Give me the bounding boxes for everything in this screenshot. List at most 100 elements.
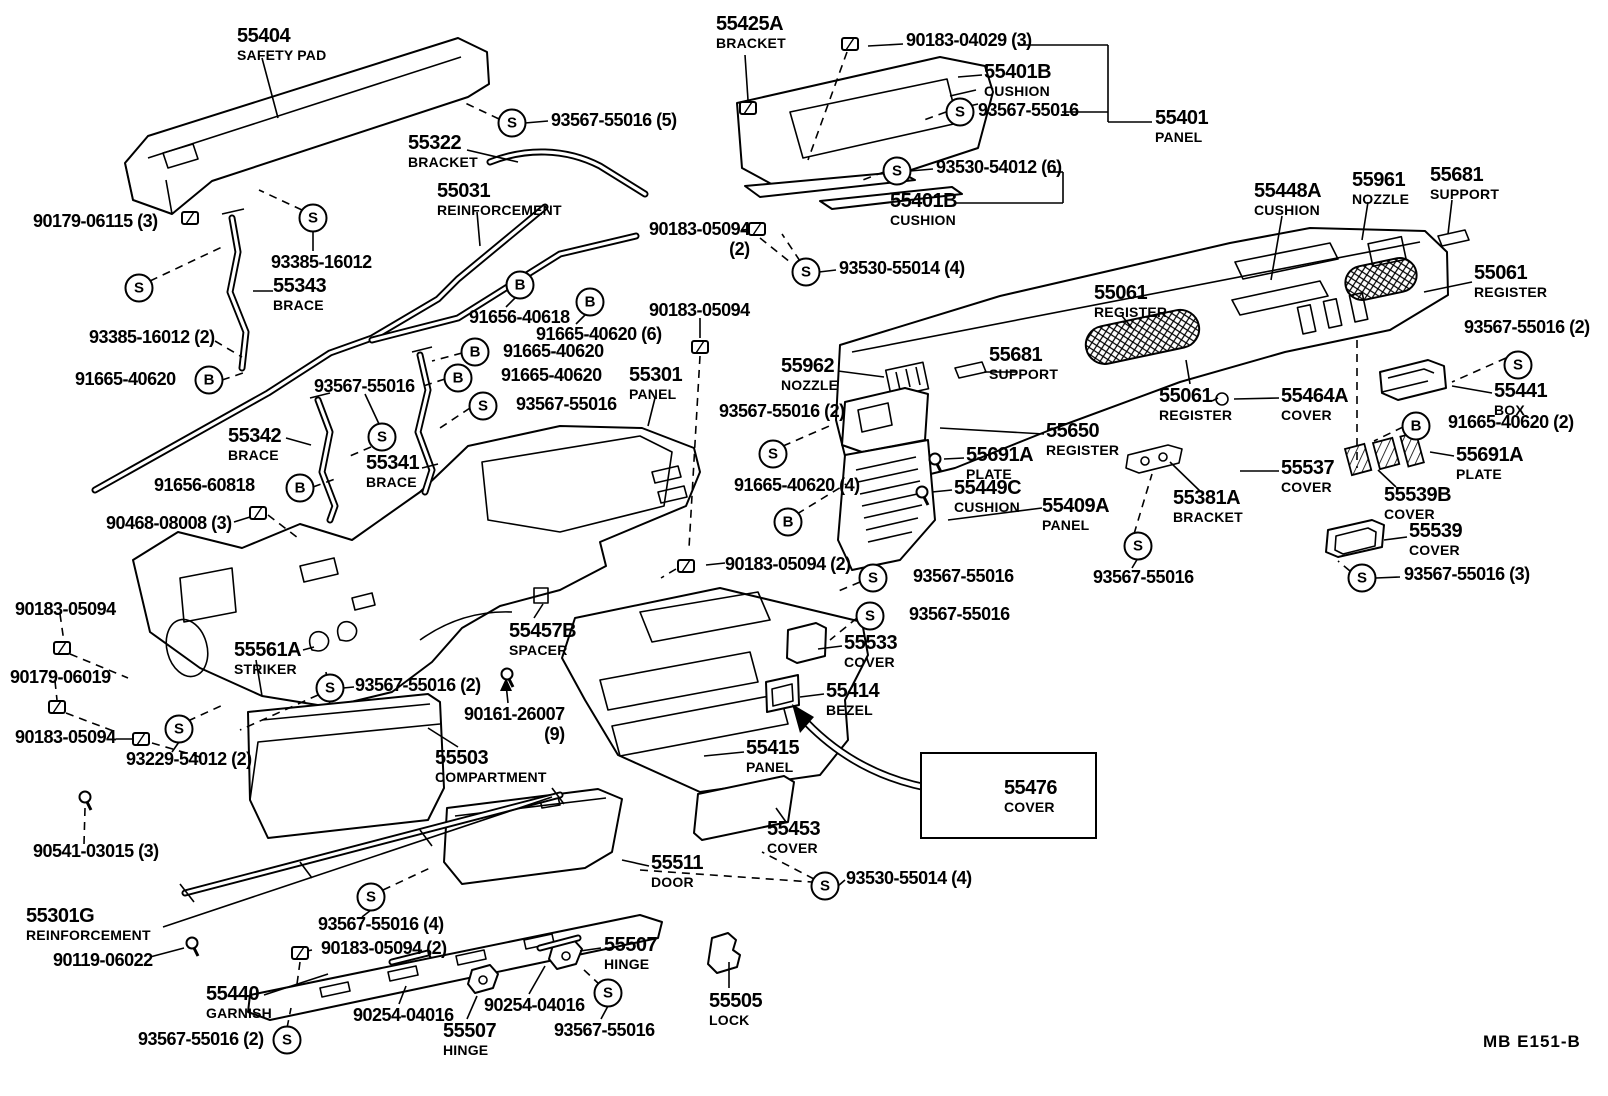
leader-lines <box>54 43 1507 1029</box>
part-description: PANEL <box>746 759 794 775</box>
part-number: 90183-04029 (3) <box>906 30 1032 50</box>
part-label-93567-55016: 93567-55016 <box>554 1021 655 1039</box>
part-number: 93567-55016 (2) <box>355 675 481 695</box>
part-number: 90179-06019 <box>10 667 111 687</box>
part-description: NOZZLE <box>781 377 839 393</box>
part-label-91656-60818: 91656-60818 <box>154 476 255 494</box>
glove-compartment-drawing <box>247 693 445 839</box>
part-label-93567-550162: 93567-55016 (2) <box>138 1030 264 1048</box>
fastener-symbol-B: B <box>460 337 490 367</box>
part-label-90254-04016: 90254-04016 <box>353 1006 454 1024</box>
part-description: COVER <box>844 654 895 670</box>
part-label-93530-540126: 93530-54012 (6) <box>936 158 1062 176</box>
fastener-symbol-S: S <box>315 673 345 703</box>
part-number: 91665-40620 <box>503 341 604 361</box>
part-label-93229-540122: 93229-54012 (2) <box>126 750 252 768</box>
part-number: 93567-55016 <box>1093 567 1194 587</box>
part-description: COVER <box>767 840 818 856</box>
fastener-symbol-S: S <box>272 1025 302 1055</box>
part-number: 91656-40618 <box>469 307 570 327</box>
part-description: COVER <box>1003 798 1055 815</box>
part-label-90179-06019: 90179-06019 <box>10 668 111 686</box>
part-number: 93567-55016 (2) <box>1464 317 1590 337</box>
part-number: 90161-26007 <box>464 704 565 724</box>
part-number: 55561A <box>234 639 302 661</box>
part-label-90183-05094: 90183-05094 <box>15 600 116 618</box>
fastener-symbol-S: S <box>593 978 623 1008</box>
part-label-91665-40620: 91665-40620 <box>501 366 602 384</box>
part-number: 55401B <box>890 190 958 212</box>
part-number-qty: (9) <box>544 724 565 744</box>
hardware-small-parts-drawing <box>308 587 741 994</box>
right-small-parts-drawing <box>1325 359 1447 558</box>
part-number: 91665-40620 (6) <box>536 324 662 344</box>
part-label-93567-550163: 93567-55016 (3) <box>1404 565 1530 583</box>
part-number: 55533 <box>844 632 898 654</box>
part-number: 91656-60818 <box>154 475 255 495</box>
fastener-symbol-S: S <box>298 203 328 233</box>
part-number: 55415 <box>746 737 800 759</box>
part-number: 55342 <box>228 425 282 447</box>
part-number: 55503 <box>435 747 489 769</box>
part-number: 55440 <box>206 983 260 1005</box>
part-number: 55691A <box>966 444 1034 466</box>
fastener-symbol-S: S <box>758 439 788 469</box>
part-number: 90183-05094 <box>649 219 750 239</box>
part-number: 55301 <box>629 364 683 386</box>
part-label-93567-550164: 93567-55016 (4) <box>318 915 444 933</box>
part-description: PANEL <box>1155 129 1203 145</box>
part-description: SUPPORT <box>989 366 1059 382</box>
clip-icons <box>48 37 943 960</box>
part-number: 93567-55016 (3) <box>1404 564 1530 584</box>
part-label-90183-05094: 90183-05094 <box>649 301 750 319</box>
part-number: 93567-55016 (2) <box>138 1029 264 1049</box>
part-description: HINGE <box>604 956 650 972</box>
part-label-93530-550144: 93530-55014 (4) <box>846 869 972 887</box>
part-description: BRACE <box>228 447 279 463</box>
fastener-symbol-S: S <box>1123 531 1153 561</box>
part-label-91656-40618: 91656-40618 <box>469 308 570 326</box>
part-number: 91665-40620 <box>501 365 602 385</box>
part-number: 93567-55016 <box>314 376 415 396</box>
part-number: 55425A <box>716 13 784 35</box>
part-description: REINFORCEMENT <box>437 202 562 218</box>
part-number: 90541-03015 (3) <box>33 841 159 861</box>
part-description: CUSHION <box>984 83 1050 99</box>
part-label-93385-16012: 93385-16012 <box>271 253 372 271</box>
fastener-symbol-S: S <box>791 257 821 287</box>
part-label-93385-160122: 93385-16012 (2) <box>89 328 215 346</box>
part-description: BOX <box>1494 402 1525 418</box>
part-description: SPACER <box>509 642 568 658</box>
part-label-93567-55016: 93567-55016 <box>516 395 617 413</box>
part-label-90254-04016: 90254-04016 <box>484 996 585 1014</box>
part-label-93567-55016: 93567-55016 <box>913 567 1014 585</box>
part-number: 55507 <box>443 1020 497 1042</box>
part-label-93567-55016: 93567-55016 <box>314 377 415 395</box>
part-number: 55453 <box>767 818 821 840</box>
part-number: 55962 <box>781 355 835 377</box>
part-description: HINGE <box>443 1042 489 1058</box>
part-number: 55441 <box>1494 380 1548 402</box>
part-description: SAFETY PAD <box>237 47 327 63</box>
part-label-90179-061153: 90179-06115 (3) <box>33 212 158 230</box>
drawing-code: MB E151-B <box>1483 1032 1581 1051</box>
part-label-90119-06022: 90119-06022 <box>53 951 153 969</box>
part-number: 55448A <box>1254 180 1322 202</box>
part-number: 93385-16012 (2) <box>89 327 215 347</box>
part-number: 93567-55016 (2) <box>719 401 845 421</box>
